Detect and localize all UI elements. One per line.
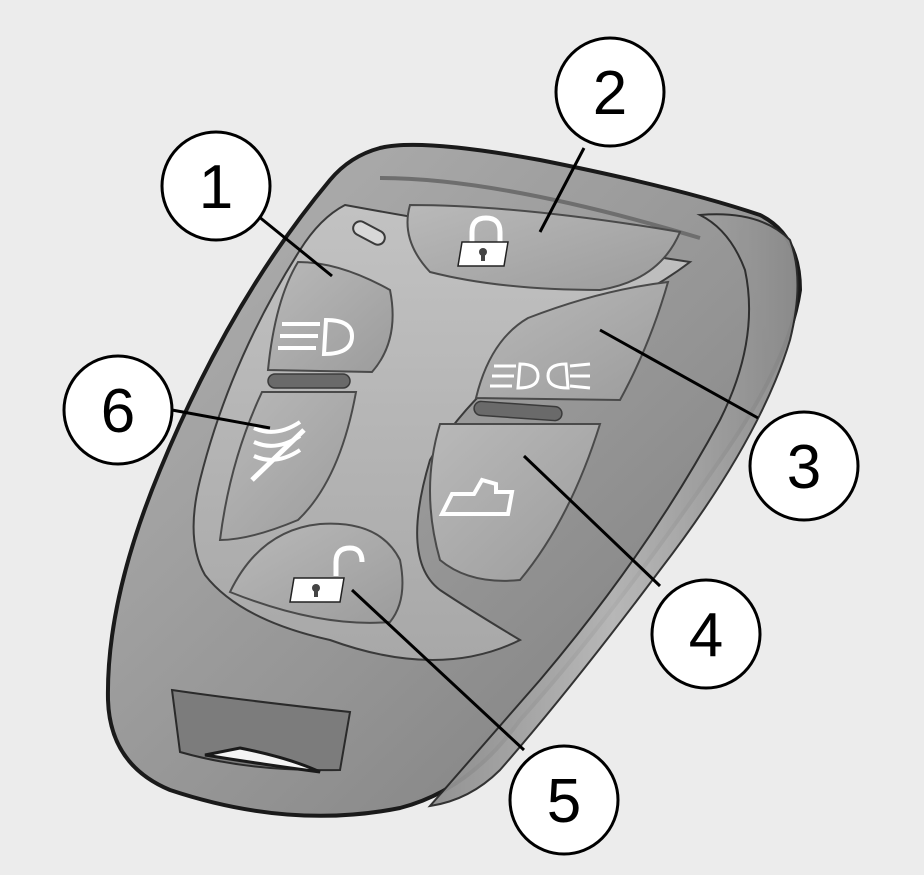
leader-line-5: [350, 588, 526, 752]
callout-number-1: 1: [199, 153, 233, 222]
callout-3: 3: [748, 410, 860, 522]
leader-line-2: [538, 147, 586, 233]
callout-5: 5: [508, 744, 620, 856]
callout-6: 6: [62, 354, 174, 466]
callout-number-5: 5: [547, 767, 581, 836]
callout-number-4: 4: [689, 601, 723, 670]
led-indicator: [352, 220, 386, 246]
headlights-indicator-icon: [490, 362, 591, 390]
callout-leaders: [171, 147, 759, 752]
boot-icon: [438, 477, 515, 516]
callout-1: 1: [160, 130, 272, 242]
callout-4: 4: [650, 578, 762, 690]
unlock-icon: [289, 545, 365, 603]
leader-line-1: [257, 214, 333, 278]
leader-line-6: [171, 408, 271, 430]
callout-number-6: 6: [101, 377, 135, 446]
lock-icon: [457, 215, 509, 267]
heater-button[interactable]: [218, 391, 358, 542]
lock-button[interactable]: [406, 203, 682, 292]
leader-line-4: [522, 454, 662, 588]
callout-2: 2: [554, 36, 666, 148]
callout-number-3: 3: [787, 433, 821, 502]
heater-icon: [250, 420, 306, 482]
tailgate-button[interactable]: [429, 423, 602, 582]
leader-line-3: [599, 328, 759, 420]
approach-light-button[interactable]: [266, 260, 394, 374]
left-button-divider: [267, 373, 351, 389]
panic-button[interactable]: [474, 280, 670, 402]
right-button-divider: [473, 400, 563, 422]
callout-number-2: 2: [593, 59, 627, 128]
headlight-icon: [278, 317, 355, 357]
